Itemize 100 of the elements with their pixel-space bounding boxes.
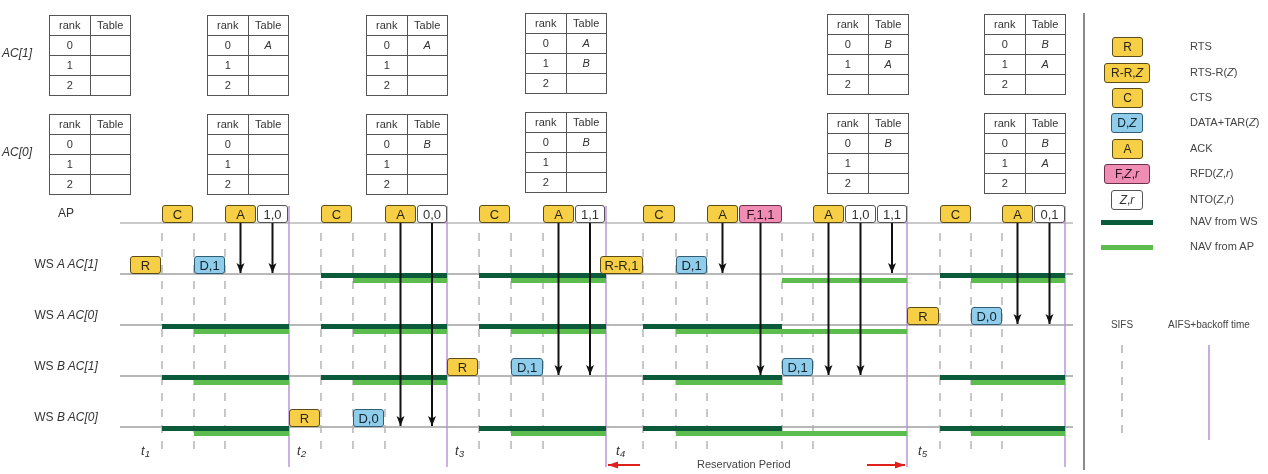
frame-block: C — [321, 205, 352, 223]
rank-cell: 2 — [367, 76, 408, 96]
frame-block: A — [813, 205, 844, 223]
legend-label: NTO(Z,r) — [1190, 194, 1234, 205]
station-label: WS B AC[1] — [34, 360, 98, 372]
frame-block: A — [1002, 205, 1033, 223]
rank-cell: 1 — [367, 155, 408, 175]
table-cell: B — [407, 135, 448, 155]
rank-cell: 0 — [208, 36, 249, 56]
header-cell: Table — [407, 115, 448, 135]
arrow — [756, 222, 765, 376]
frame-block: 1,1 — [877, 205, 907, 223]
frame-block: A — [543, 205, 574, 223]
frame-block: R-R,1 — [600, 256, 643, 274]
frame-sample: R-R,Z — [1104, 63, 1150, 83]
table-cell: A — [1025, 154, 1066, 174]
arrow — [236, 222, 245, 274]
time-label: t$_{3}$ — [455, 444, 465, 457]
header-cell: Table — [407, 16, 448, 36]
rank-cell: 0 — [828, 134, 869, 154]
legend-label: NAV from WS — [1190, 216, 1258, 227]
rank-cell: 2 — [208, 76, 249, 96]
rank-cell: 2 — [50, 175, 91, 195]
rank-cell: 1 — [50, 155, 91, 175]
frame-sample: D,Z — [1111, 113, 1143, 133]
frame-block: D,1 — [511, 358, 543, 376]
table-cell: B — [566, 54, 607, 74]
header-cell: Table — [248, 16, 289, 36]
header-cell: Table — [868, 15, 909, 35]
rank-cell: 2 — [828, 75, 869, 95]
rank-cell: 0 — [50, 36, 91, 56]
rank-cell: 0 — [367, 135, 408, 155]
frame-block: R — [907, 307, 939, 325]
rank-cell: 2 — [828, 174, 869, 194]
frame-block: D,0 — [971, 307, 1002, 325]
rank-cell: 0 — [526, 133, 567, 153]
arrow — [824, 222, 833, 376]
arrow — [268, 222, 277, 274]
row-heading: AC[0] — [2, 146, 32, 158]
legend-label: NAV from AP — [1190, 241, 1254, 252]
rank-cell: 1 — [985, 154, 1026, 174]
rank-cell: 1 — [367, 56, 408, 76]
frame-block: 1,1 — [575, 205, 605, 223]
header-cell: Table — [248, 115, 289, 135]
arrow — [1045, 222, 1054, 325]
legend-label: RTS — [1190, 41, 1212, 52]
time-label: t$_{5}$ — [918, 444, 928, 457]
time-label: t$_{2}$ — [297, 444, 307, 457]
header-cell: rank — [985, 15, 1026, 35]
rank-cell: 2 — [985, 75, 1026, 95]
rank-cell: 2 — [985, 174, 1026, 194]
rank-cell: 0 — [985, 134, 1026, 154]
frame-sample: Z,r — [1111, 190, 1143, 210]
frame-block: D,1 — [782, 358, 813, 376]
rank-cell: 1 — [985, 55, 1026, 75]
station-label: AP — [58, 207, 74, 219]
header-cell: Table — [868, 114, 909, 134]
frame-sample: F,Z,r — [1104, 164, 1150, 184]
legend-label: RFD(Z,r) — [1190, 168, 1234, 179]
header-cell: Table — [1025, 114, 1066, 134]
header-cell: rank — [208, 115, 249, 135]
header-cell: rank — [367, 16, 408, 36]
arrow — [1013, 222, 1022, 325]
table-cell: A — [407, 36, 448, 56]
frame-block: A — [385, 205, 416, 223]
period-label: Reservation Period — [697, 459, 791, 470]
header-cell: rank — [985, 114, 1026, 134]
frame-block: 0,1 — [1034, 205, 1065, 223]
arrow — [718, 222, 727, 274]
table-cell: B — [566, 133, 607, 153]
frame-block: 1,0 — [257, 205, 288, 223]
time-label: t$_{4}$ — [616, 444, 626, 457]
frame-sample: C — [1112, 88, 1143, 108]
rank-cell: 2 — [50, 76, 91, 96]
header-cell: rank — [526, 113, 567, 133]
rank-cell: 2 — [208, 175, 249, 195]
rank-cell: 1 — [208, 155, 249, 175]
table-cell: A — [1025, 55, 1066, 75]
table-cell: B — [868, 35, 909, 55]
table-cell: B — [868, 134, 909, 154]
legend-label: RTS-R(Z) — [1190, 67, 1238, 78]
legend-label: DATA+TAR(Z) — [1190, 117, 1260, 128]
rank-cell: 1 — [208, 56, 249, 76]
arrow — [428, 222, 436, 427]
header-cell: Table — [566, 113, 607, 133]
frame-block: A — [225, 205, 256, 223]
station-label: WS A AC[0] — [34, 309, 98, 321]
rank-cell: 0 — [526, 34, 567, 54]
frame-block: 1,0 — [845, 205, 876, 223]
table-cell: A — [566, 34, 607, 54]
frame-block: R — [289, 409, 320, 427]
header-cell: Table — [566, 14, 607, 34]
station-label: WS B AC[0] — [34, 411, 98, 423]
rank-cell: 0 — [50, 135, 91, 155]
arrow — [586, 222, 594, 376]
header-cell: rank — [50, 16, 91, 36]
frame-block: R — [130, 256, 161, 274]
frame-block: C — [940, 205, 971, 223]
frame-sample: A — [1112, 139, 1143, 159]
legend-label: ACK — [1190, 143, 1213, 154]
